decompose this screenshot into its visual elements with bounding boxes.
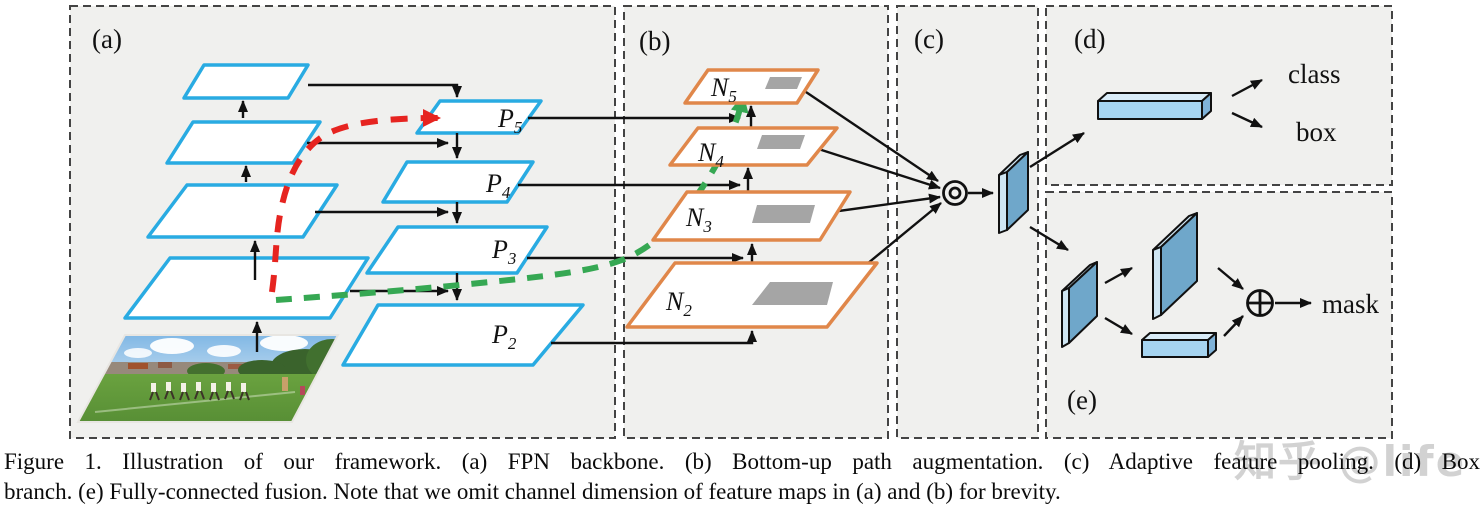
- panel-b-label: (b): [639, 26, 670, 56]
- fpn-map-p4: [381, 160, 535, 204]
- fpn-map-p3: [365, 225, 549, 275]
- fc-fusion-small-slab: [1061, 261, 1098, 348]
- box-output-label: box: [1296, 117, 1337, 147]
- fpn-label-p4: P4: [485, 169, 511, 202]
- bottomup-map-n4: [668, 126, 839, 167]
- bottomup-label-n4: N4: [697, 138, 724, 171]
- bottomup-map-n3: [651, 190, 852, 242]
- class-output-label: class: [1288, 59, 1340, 89]
- red-dashed-path: [269, 109, 441, 293]
- bottomup-label-n2: N2: [665, 287, 692, 320]
- figure-caption: Figure 1. Illustration of our framework.…: [4, 447, 1480, 507]
- bottomup-label-n3: N3: [685, 203, 712, 236]
- backbone-feature-maps: [123, 63, 370, 320]
- panet-framework-diagram: class box mask P5 P4 P3 P2 N5 N4 N3 N2 (…: [69, 5, 1393, 439]
- caption-line-1: Figure 1. Illustration of our framework.…: [4, 449, 1480, 474]
- fc-fusion-fc-bar: [1141, 332, 1217, 358]
- panel-e: [1045, 191, 1393, 439]
- box-branch-fc-bar: [1097, 92, 1212, 120]
- fpn-feature-maps: [341, 99, 585, 367]
- bottomup-map-n5: [683, 68, 820, 105]
- fpn-label-p3: P3: [491, 235, 516, 268]
- bottomup-label-n5: N5: [710, 73, 737, 106]
- panel-c-label: (c): [914, 24, 944, 54]
- panel-a-label: (a): [92, 24, 122, 54]
- backbone-map-c5: [182, 63, 310, 100]
- fused-feature-slab: [998, 151, 1029, 234]
- panel-e-label: (e): [1067, 385, 1097, 415]
- caption-line-2: branch. (e) Fully-connected fusion. Note…: [4, 479, 1061, 504]
- roi-patch-n3: [752, 205, 815, 223]
- roi-patch-n5: [765, 77, 802, 89]
- green-dashed-path: [275, 94, 749, 303]
- mask-output-label: mask: [1322, 289, 1379, 319]
- backbone-map-c2: [123, 256, 370, 320]
- roi-patch-n2: [752, 282, 833, 305]
- sum-icon: [1246, 289, 1274, 317]
- panel-d-label: (d): [1074, 24, 1105, 54]
- backbone-map-c4: [165, 120, 322, 165]
- fpn-label-p2: P2: [491, 320, 517, 353]
- backbone-map-c3: [146, 183, 339, 239]
- fc-fusion-big-slab: [1152, 212, 1198, 320]
- fusion-circle-icon: [942, 180, 968, 206]
- roi-patches: [752, 77, 833, 305]
- roi-patch-n4: [757, 135, 805, 149]
- fpn-label-p5: P5: [497, 104, 522, 137]
- fpn-map-p2: [341, 303, 585, 367]
- watermark: 知乎 @life: [1234, 437, 1467, 486]
- bottomup-map-n2: [625, 261, 879, 329]
